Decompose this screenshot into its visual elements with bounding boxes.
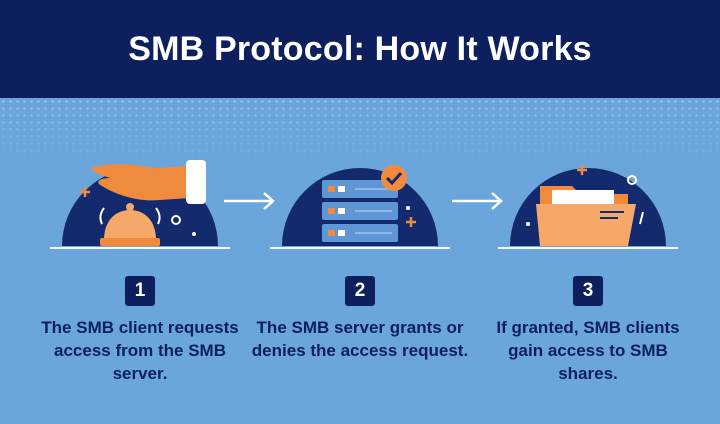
step-number-badge: 2 [345,276,375,306]
arrow-right-icon [452,192,503,210]
step-number-badge: 1 [125,276,155,306]
speckle-texture [0,98,720,168]
step-caption: The SMB client requests access from the … [41,318,239,383]
folder-icon [498,165,678,249]
step-3: 3 If granted, SMB clients gain access to… [488,150,688,410]
server-check-icon [270,165,450,249]
step-caption: If granted, SMB clients gain access to S… [496,318,680,383]
hand-bell-icon [50,160,230,249]
header-banner: SMB Protocol: How It Works [0,0,720,98]
step-2: 2 The SMB server grants or denies the ac… [252,150,468,410]
arrow-right-icon [224,192,275,210]
step-caption: The SMB server grants or denies the acce… [251,318,469,360]
page-title: SMB Protocol: How It Works [128,29,592,68]
step-1: 1 The SMB client requests access from th… [40,150,240,410]
step-number-badge: 3 [573,276,603,306]
